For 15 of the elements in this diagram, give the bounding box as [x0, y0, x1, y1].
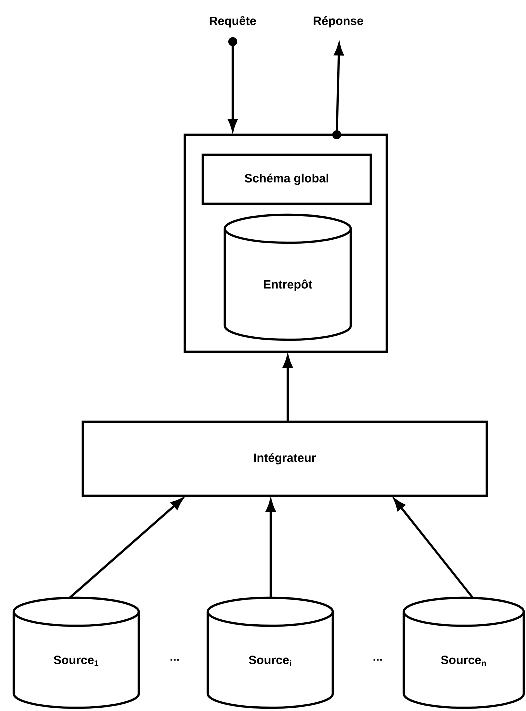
text-label: Réponse	[314, 16, 364, 28]
arrow	[266, 500, 276, 598]
process-box: Intégrateur	[82, 420, 488, 498]
text-label: Requête	[210, 16, 256, 28]
process-box: Schéma global	[202, 154, 372, 206]
database-cylinder: Entrepôt	[224, 214, 352, 342]
ellipsis: ...	[374, 659, 382, 661]
database-cylinder: Source$_{n}$	[402, 596, 526, 710]
arrow	[69, 498, 184, 599]
arrow	[228, 37, 238, 132]
ellipsis: ...	[170, 659, 180, 661]
database-cylinder: Source$_{i}$	[206, 596, 334, 710]
database-cylinder: Source$_{1}$	[12, 596, 140, 710]
arrow	[394, 498, 474, 599]
arrow	[283, 356, 293, 422]
